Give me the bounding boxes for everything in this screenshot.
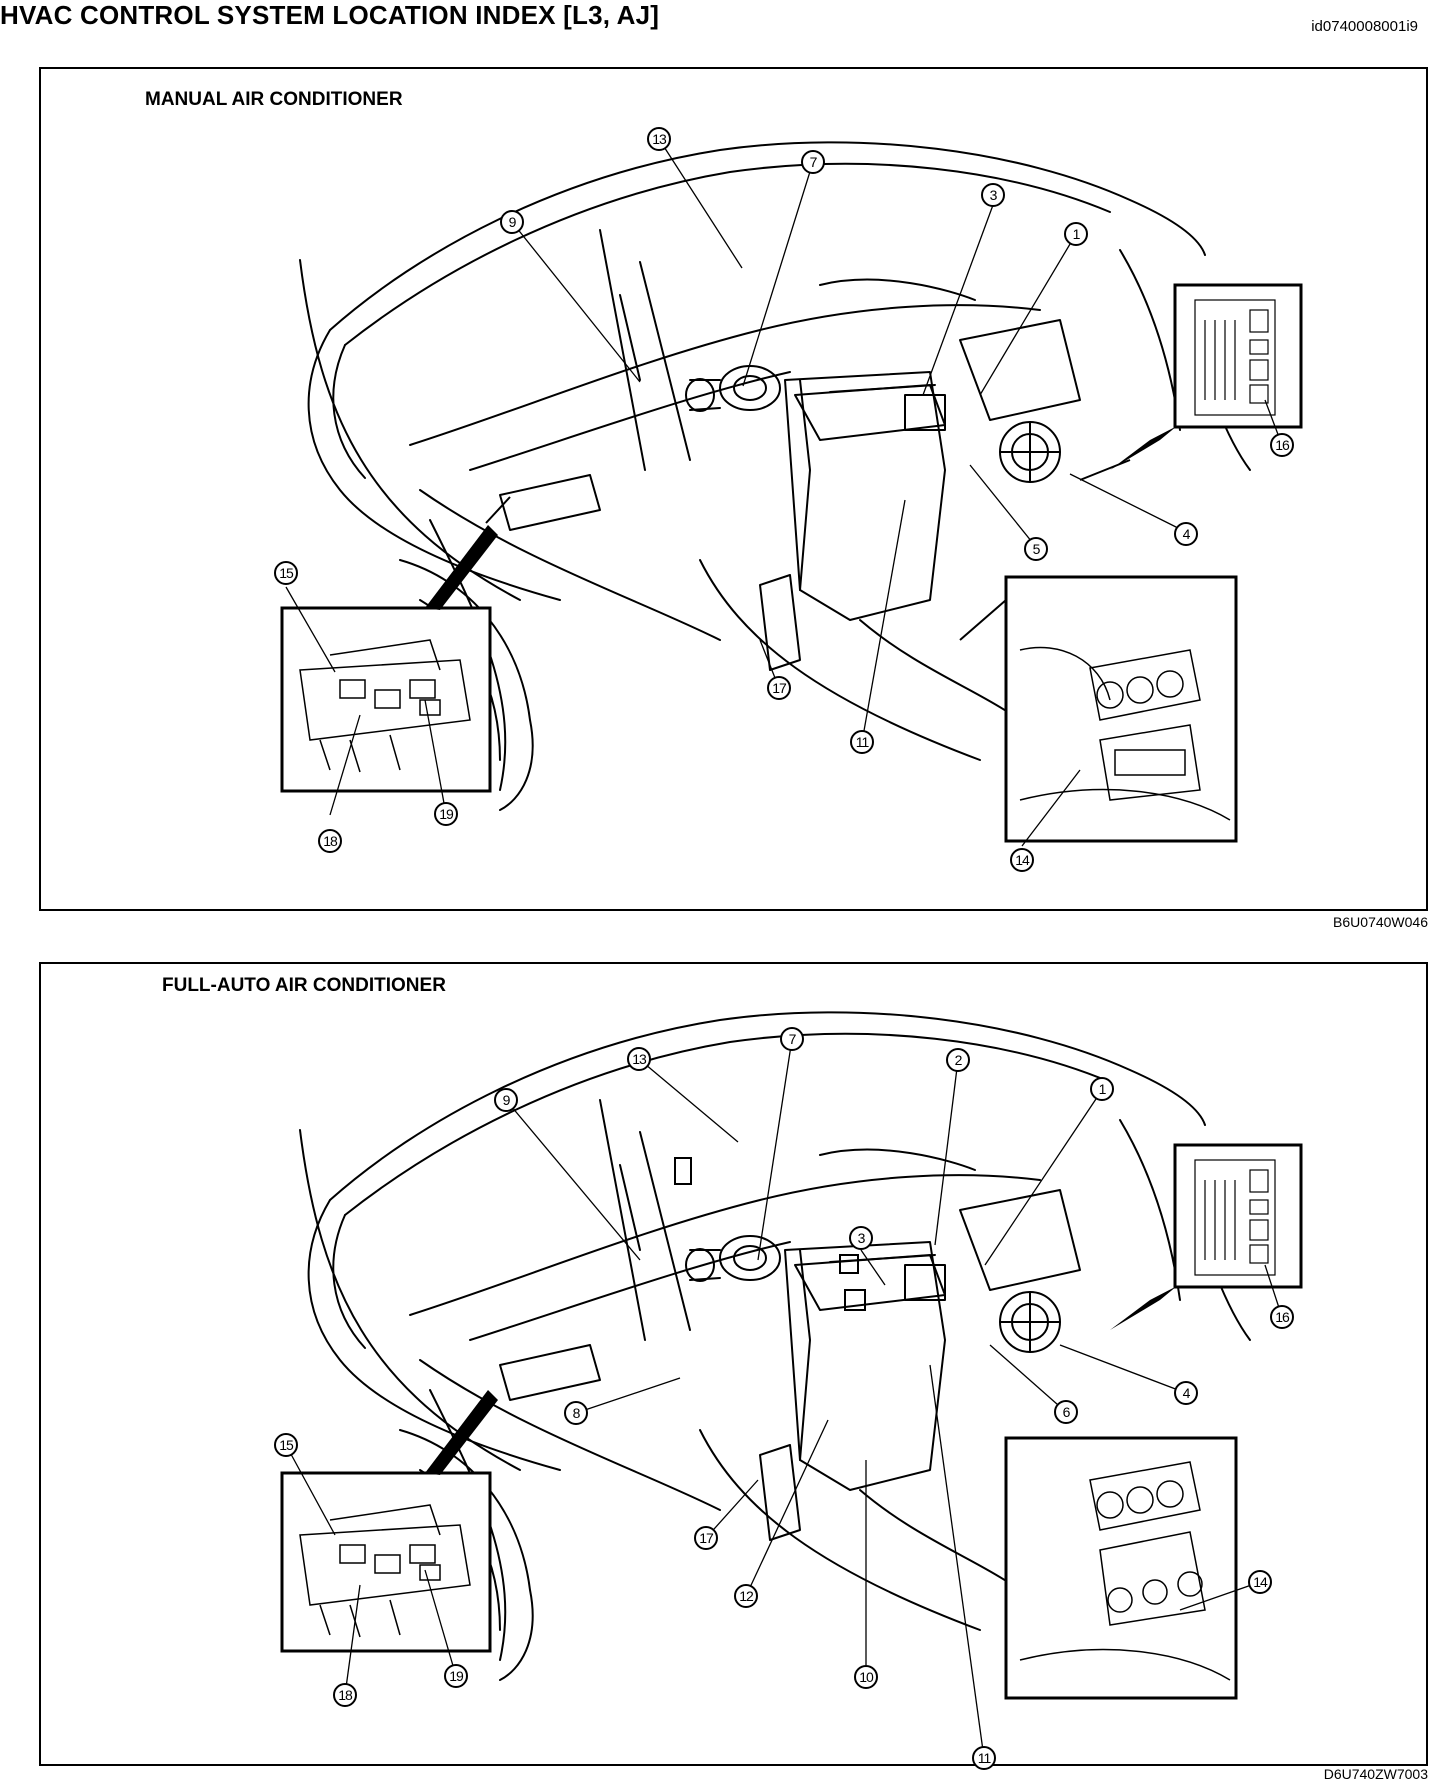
manual-ac-panel: MANUAL AIR CONDITIONER	[39, 67, 1428, 911]
callout-7: 7	[780, 1027, 804, 1051]
full-auto-ac-title: FULL-AUTO AIR CONDITIONER	[162, 975, 446, 996]
callout-15: 15	[274, 561, 298, 585]
callout-4: 4	[1174, 1381, 1198, 1405]
callout-19: 19	[434, 802, 458, 826]
callout-12: 12	[734, 1584, 758, 1608]
callout-11: 11	[972, 1746, 996, 1770]
callout-3: 3	[981, 183, 1005, 207]
manual-ac-figure-code: B6U0740W046	[1333, 914, 1428, 930]
callout-10: 10	[854, 1665, 878, 1689]
full-auto-ac-figure-code: D6U740ZW7003	[1323, 1766, 1428, 1782]
manual-ac-title: MANUAL AIR CONDITIONER	[145, 89, 403, 110]
callout-14: 14	[1010, 848, 1034, 872]
callout-11: 11	[850, 730, 874, 754]
callout-15: 15	[274, 1433, 298, 1457]
callout-17: 17	[767, 676, 791, 700]
callout-1: 1	[1064, 222, 1088, 246]
manual-ac-vehicle-illustration	[280, 141, 1303, 843]
callout-13: 13	[627, 1047, 651, 1071]
callout-2: 2	[946, 1048, 970, 1072]
document-id: id0740008001i9	[1311, 18, 1418, 35]
document-title: HVAC CONTROL SYSTEM LOCATION INDEX [L3, …	[0, 0, 660, 30]
callout-9: 9	[494, 1088, 518, 1112]
callout-7: 7	[801, 150, 825, 174]
callout-9: 9	[500, 210, 524, 234]
full-auto-ac-panel: FULL-AUTO AIR CONDITIONER	[39, 962, 1428, 1766]
callout-6: 6	[1054, 1400, 1078, 1424]
callout-3: 3	[849, 1226, 873, 1250]
callout-14: 14	[1248, 1570, 1272, 1594]
callout-18: 18	[318, 829, 342, 853]
callout-17: 17	[694, 1526, 718, 1550]
callout-13: 13	[647, 127, 671, 151]
callout-16: 16	[1270, 433, 1294, 457]
callout-19: 19	[444, 1664, 468, 1688]
callout-18: 18	[333, 1683, 357, 1707]
callout-8: 8	[564, 1401, 588, 1425]
callout-1: 1	[1090, 1077, 1114, 1101]
full-auto-ac-vehicle-illustration	[280, 1011, 1303, 1700]
callout-16: 16	[1270, 1305, 1294, 1329]
callout-4: 4	[1174, 522, 1198, 546]
callout-5: 5	[1024, 537, 1048, 561]
